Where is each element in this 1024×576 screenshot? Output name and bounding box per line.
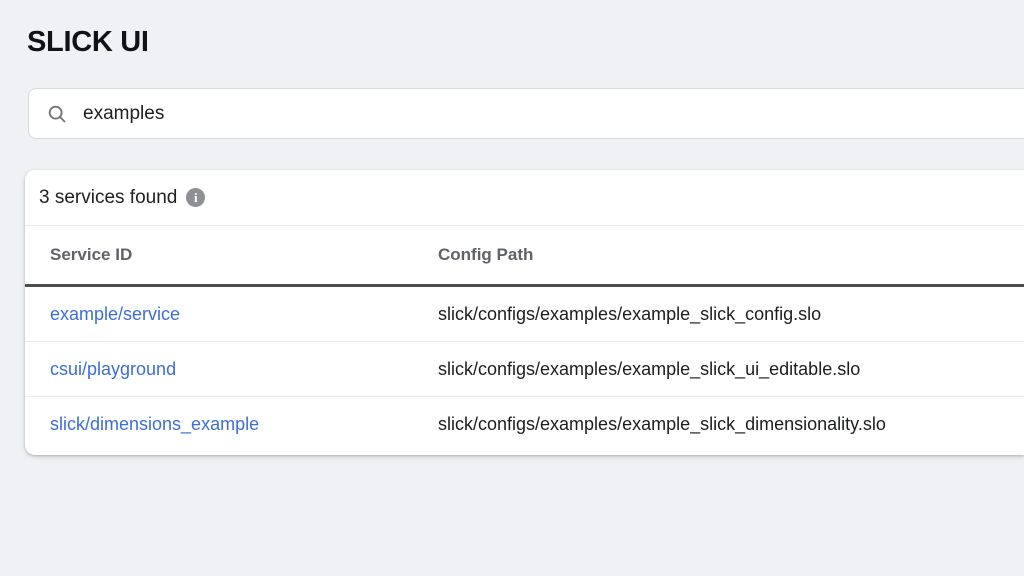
column-header-service-id: Service ID [50, 245, 133, 264]
results-summary-row: 3 services found i [25, 170, 1024, 226]
results-summary-text: 3 services found [39, 186, 178, 208]
table-row: csui/playground slick/configs/examples/e… [25, 342, 1024, 397]
service-link[interactable]: csui/playground [50, 358, 177, 379]
config-path: slick/configs/examples/example_slick_dim… [438, 414, 886, 434]
search-icon [45, 102, 69, 126]
info-icon[interactable]: i [186, 188, 206, 207]
search-input[interactable] [83, 102, 1024, 125]
page-title: SLICK UI [27, 26, 149, 58]
search-bar[interactable] [28, 88, 1024, 139]
column-header-config-path: Config Path [438, 245, 534, 264]
table-row: example/service slick/configs/examples/e… [25, 287, 1024, 342]
config-path: slick/configs/examples/example_slick_ui_… [438, 358, 861, 379]
table-row: slick/dimensions_example slick/configs/e… [25, 397, 1024, 452]
results-card: 3 services found i Service ID Config Pat… [25, 170, 1024, 455]
config-path: slick/configs/examples/example_slick_con… [438, 303, 822, 324]
table-header-row: Service ID Config Path [25, 226, 1024, 287]
service-link[interactable]: slick/dimensions_example [50, 414, 260, 434]
service-link[interactable]: example/service [50, 303, 181, 324]
